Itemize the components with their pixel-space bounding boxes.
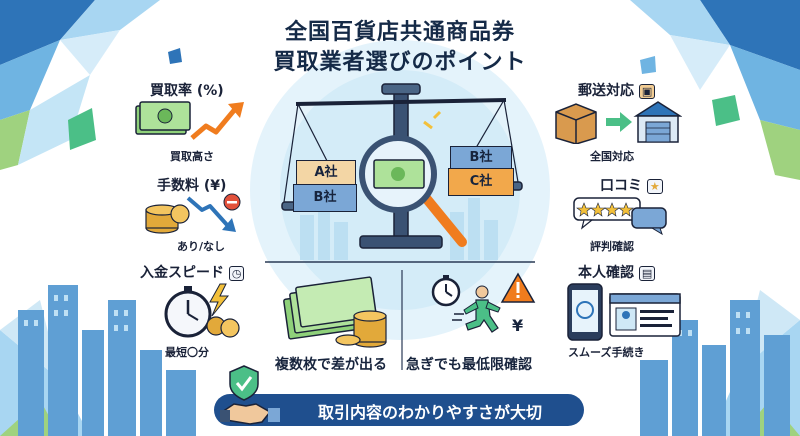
minus-badge-icon [223,193,241,211]
multi-illustration [283,276,387,348]
reviews-label-wrap: 口コミ ★ [600,175,663,195]
speed-illustration [164,283,240,338]
rate-caption: 買取高さ [170,150,214,163]
package-icon [555,103,597,144]
magnifier-icon [359,135,467,247]
shipping-label: 郵送対応 [578,83,634,99]
urgent-illustration [431,272,536,333]
star-icon [576,202,634,217]
scale-left-bottom: B社 [293,184,357,212]
shipping-illustration [555,101,682,144]
banknote-icon [135,101,191,135]
star-icon: ★ [646,178,663,194]
clock-icon: ◷ [228,265,245,281]
warehouse-icon [633,101,682,143]
coins-icon [145,204,190,234]
shipping-caption: 全国対応 [590,150,634,163]
identity-caption: スムーズ手続き [568,346,645,359]
trend-down-icon [186,196,236,232]
trend-up-icon [190,102,244,140]
coins-icon [335,310,387,348]
rate-illustration [135,101,244,140]
fee-label: 手数料 (¥) [157,178,227,194]
id-card-icon: ▤ [638,265,656,281]
scale-right-bottom: C社 [448,168,514,196]
package-icon: ▣ [638,83,656,99]
identity-label: 本人確認 [578,265,634,281]
handshake-icon [220,403,280,425]
urgent-caption: 急ぎでも最低限確認 [406,357,532,373]
scale-right-top: B社 [450,146,512,170]
banner-icons [220,365,280,425]
lightning-icon [209,283,230,317]
banner-text: 取引内容のわかりやすさが大切 [317,403,542,422]
fee-caption: あり/なし [177,240,226,253]
stopwatch-icon [164,286,212,338]
speed-label: 入金スピード [140,265,224,281]
reviews-illustration [573,197,667,236]
id-card-icon [609,293,681,337]
arrow-right-icon [606,112,632,132]
fee-illustration [145,193,241,234]
stopwatch-icon [431,275,461,307]
identity-label-wrap: 本人確認 ▤ [578,262,656,282]
title-line-2: 買取業者選びのポイント [273,50,527,75]
title-line-1: 全国百貨店共通商品券 [284,20,515,45]
identity-illustration [567,283,681,341]
multi-caption: 複数枚で差が出る [275,357,387,373]
coins-icon [206,316,240,338]
shipping-label-wrap: 郵送対応 ▣ [578,80,656,100]
rate-label: 買取率 (%) [150,83,224,99]
yen-symbol: ¥ [512,316,524,335]
reviews-label: 口コミ [600,178,642,194]
speed-caption: 最短〇分 [165,346,209,359]
reviews-caption: 評判確認 [590,240,634,253]
warning-icon [500,272,536,303]
shield-check-icon [229,365,259,401]
speed-label-wrap: 入金スピード ◷ [140,262,245,282]
runner-icon [452,285,501,333]
scale-left-top: A社 [296,160,356,186]
smartphone-icon [567,283,603,341]
